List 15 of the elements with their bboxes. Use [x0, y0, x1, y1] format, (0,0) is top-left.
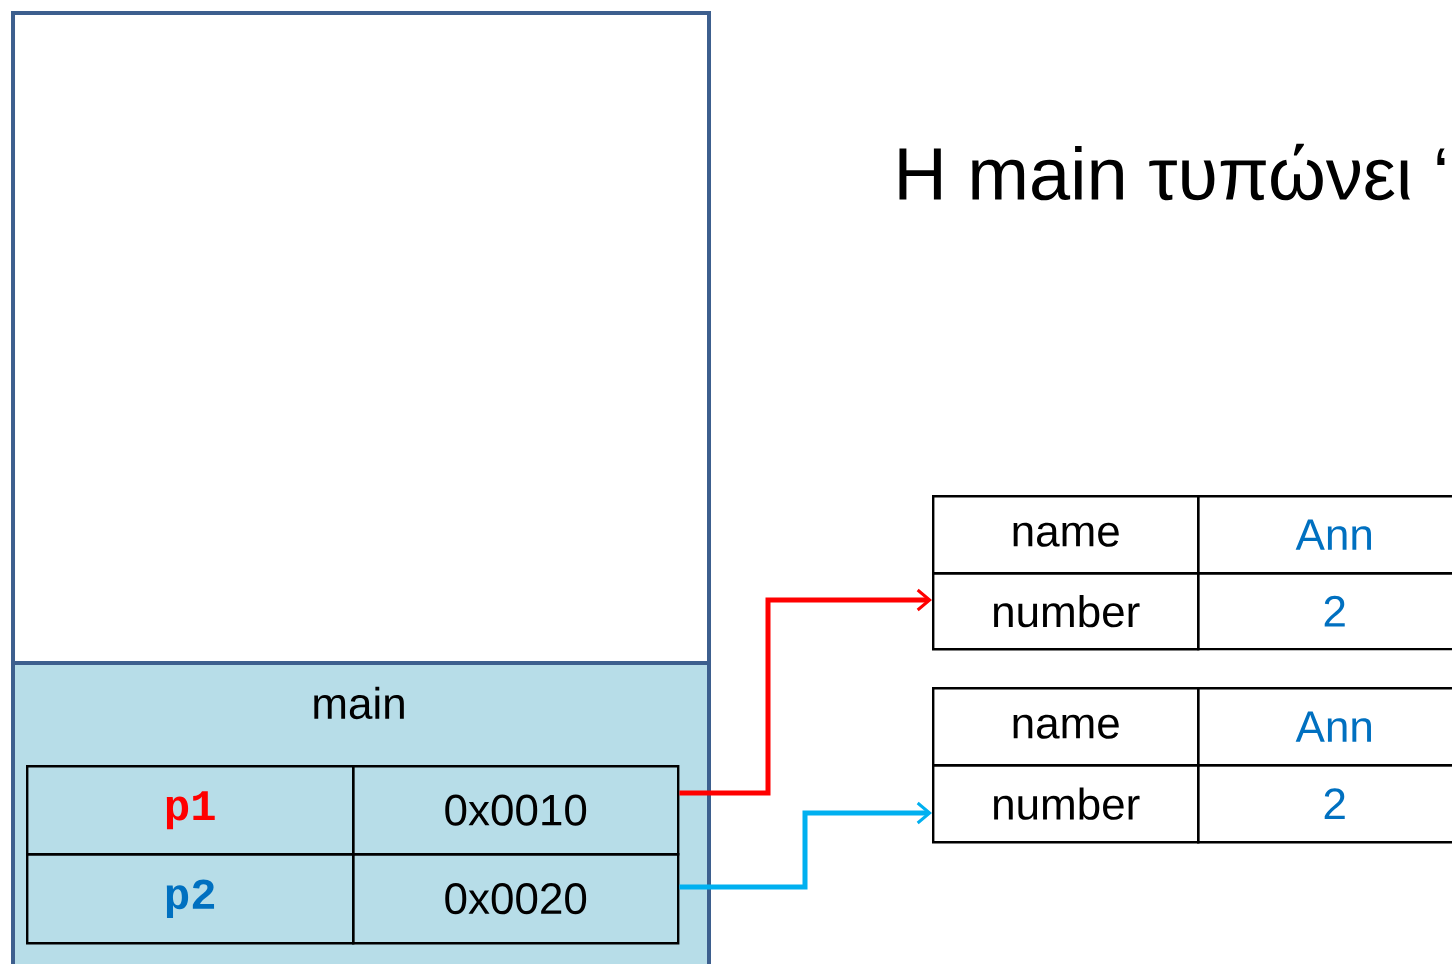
- table-cell: Ann: [1197, 495, 1452, 575]
- table-cell: 0x0020: [352, 853, 680, 945]
- table-cell: Ann: [1197, 687, 1452, 767]
- table-cell: p2: [26, 853, 355, 945]
- table-cell: name: [932, 687, 1200, 767]
- arrow: [679, 801, 932, 890]
- table-cell: p1: [26, 765, 355, 856]
- table-cell: name: [932, 495, 1200, 575]
- arrow: [679, 588, 932, 796]
- table-cell: number: [932, 572, 1200, 651]
- table-cell: number: [932, 764, 1200, 844]
- table-cell: 2: [1197, 572, 1452, 651]
- title: Η main τυπώνει ‘: [899, 143, 1445, 201]
- table-cell: 2: [1197, 764, 1452, 844]
- table-cell: 0x0010: [352, 765, 680, 856]
